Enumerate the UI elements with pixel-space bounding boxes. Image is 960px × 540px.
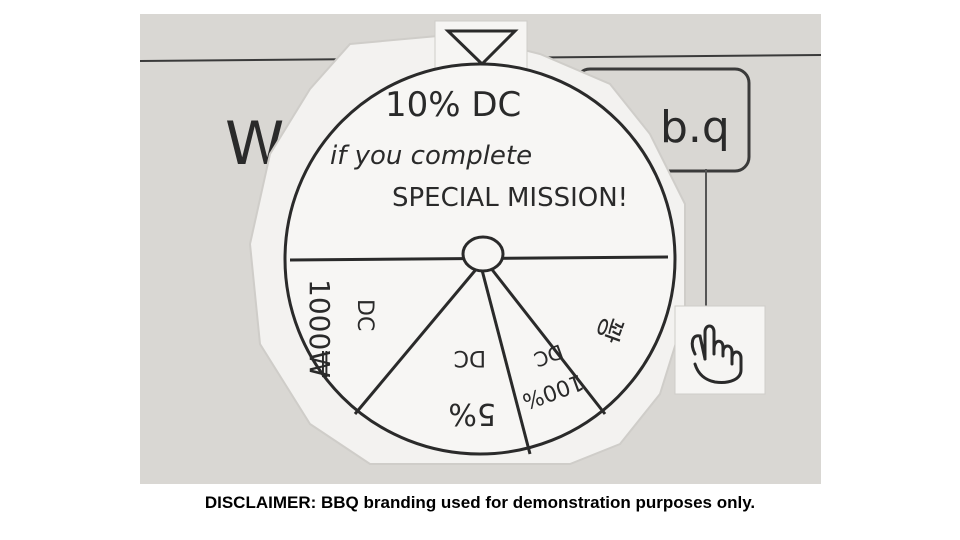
wheel-spoke-right — [488, 266, 607, 415]
prize-wheel[interactable] — [283, 62, 677, 456]
segment-mid-value: 5% — [448, 396, 496, 431]
wheel-hub — [461, 235, 505, 273]
top-prize-condition: if you complete — [330, 141, 532, 171]
paper-prototype-sketch: W b.q 10% DC if you complete SPECIAL MIS… — [140, 14, 821, 484]
segment-mid-dc: DC — [454, 345, 486, 370]
top-prize-mission: SPECIAL MISSION! — [392, 183, 628, 213]
wheel-spoke-left — [353, 266, 480, 415]
pointing-hand-icon[interactable] — [690, 324, 743, 384]
top-prize-title: 10% DC — [385, 85, 521, 125]
wheel-spoke-middle — [480, 269, 532, 455]
bg-logo-text: b.q — [660, 102, 730, 153]
prototype-photo: W b.q 10% DC if you complete SPECIAL MIS… — [140, 14, 821, 484]
hand-card — [674, 305, 766, 395]
triangle-pointer-icon[interactable] — [444, 29, 519, 67]
segment-left-value: 1000₩ — [303, 279, 336, 378]
disclaimer-caption: DISCLAIMER: BBQ branding used for demons… — [204, 493, 756, 512]
segment-left-dc: DC — [352, 299, 377, 331]
